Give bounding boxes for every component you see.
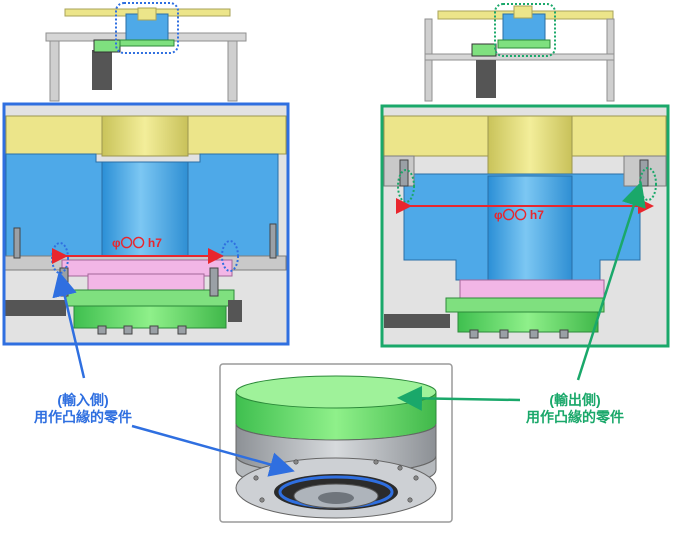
right-panel-frame [380,104,670,348]
right-dimension-label: φ〇〇 h7 [494,208,544,222]
right-overview-thumbnail [424,3,615,102]
input-arrow-to-render [131,424,295,477]
input-arrow-to-panel [52,271,86,379]
output-side-caption: 用作凸緣的零件 [526,409,624,425]
center-3d-render [219,363,453,523]
output-arrow-to-render [397,385,521,411]
input-side-title: (輸入側) [57,392,109,408]
output-side-arrows [397,181,646,411]
left-dimension-label: φ〇〇 h7 [112,236,162,250]
output-side-title: (輸出側) [549,392,601,408]
input-side-arrows [52,271,295,477]
right-right-dotted-circle [639,167,657,201]
right-highlight-dotted-box [494,3,556,57]
right-left-dotted-circle [397,169,415,203]
input-side-label: (輸入側) 用作凸緣的零件 [14,392,152,426]
right-detail-panel [380,104,670,348]
input-side-caption: 用作凸緣的零件 [34,409,132,425]
left-panel-frame [2,102,290,346]
left-overview-thumbnail [45,2,247,102]
left-highlight-dotted-box [115,2,179,54]
left-detail-panel [2,102,290,346]
output-arrow-to-panel [576,181,646,381]
output-side-label: (輸出側) 用作凸緣的零件 [506,392,644,426]
